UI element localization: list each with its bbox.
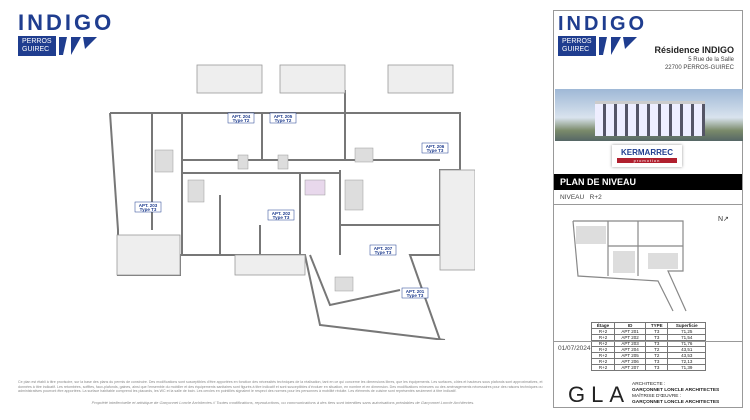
table-cell: 71,39: [667, 364, 706, 371]
svg-text:Type T3: Type T3: [375, 250, 392, 255]
building-photo: [555, 89, 743, 141]
level-indicator: NIVEAU R+2: [554, 191, 742, 205]
table-cell: APT 207: [614, 364, 647, 371]
address-line: 5 Rue de la Salle: [688, 57, 734, 63]
svg-text:APT. 204: APT. 204: [232, 114, 251, 119]
logo-shape-icon: [599, 37, 637, 55]
svg-text:Type T2: Type T2: [275, 118, 292, 123]
table-cell: T3: [645, 364, 669, 371]
promoter-logo: KERMARREC promotion: [612, 145, 682, 167]
table-cell: R+2: [590, 364, 616, 371]
svg-text:APT. 206: APT. 206: [426, 144, 445, 149]
svg-text:Type T3: Type T3: [427, 148, 444, 153]
brand-name: INDIGO: [18, 10, 115, 35]
copyright: Propriété intellectuelle et artistique d…: [91, 400, 475, 405]
plan-date: 01/07/2024: [554, 341, 742, 355]
svg-text:APT. 207: APT. 207: [374, 246, 393, 251]
svg-text:APT. 203: APT. 203: [139, 203, 158, 208]
residence-title: Résidence INDIGO: [654, 45, 734, 55]
svg-text:Type T3: Type T3: [140, 207, 157, 212]
disclaimer: Ce plan est établi à titre provisoire, s…: [18, 380, 543, 393]
svg-text:Type T3: Type T3: [407, 293, 424, 298]
svg-text:Type T2: Type T2: [233, 118, 250, 123]
key-plan: N↗: [572, 216, 729, 312]
logo-shape-icon: [59, 37, 97, 55]
svg-text:Type T3: Type T3: [273, 215, 290, 220]
architect-logo: GLA: [568, 382, 631, 407]
address-line: 22700 PERROS-GUIREC: [664, 65, 734, 71]
section-title: PLAN DE NIVEAU: [554, 174, 742, 190]
svg-text:APT. 205: APT. 205: [274, 114, 293, 119]
svg-text:APT. 202: APT. 202: [272, 211, 291, 216]
architect-credits: ARCHITECTE :GARÇONNET LONCLE ARCHITECTES…: [632, 382, 720, 405]
svg-text:APT. 201: APT. 201: [406, 289, 425, 294]
north-arrow-icon: N↗: [718, 216, 729, 223]
